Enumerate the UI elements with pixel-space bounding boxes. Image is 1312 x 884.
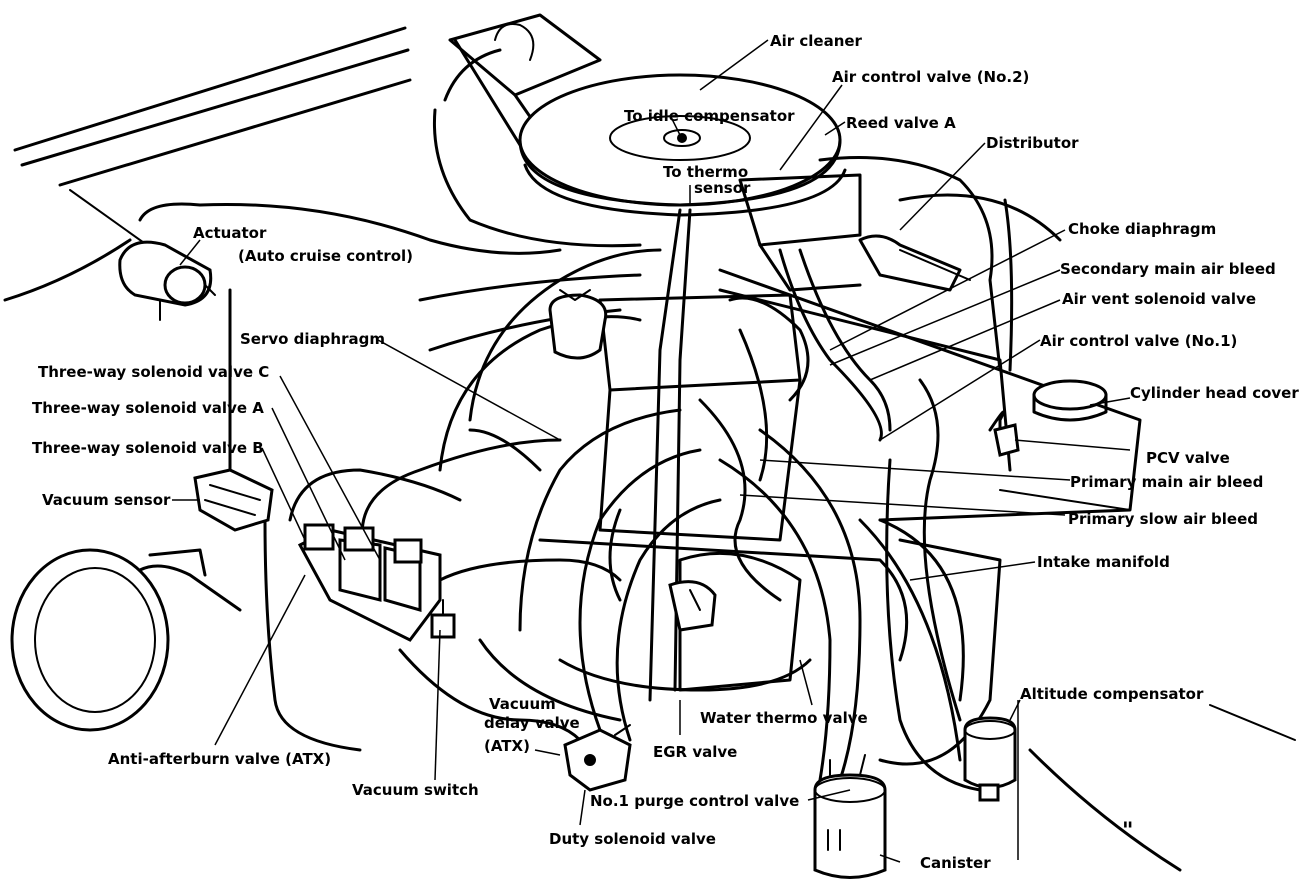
label-actuator-2: (Auto cruise control) (238, 247, 413, 265)
label-altitude-compensator: Altitude compensator (1020, 685, 1204, 703)
label-cylinder-head-cover: Cylinder head cover (1130, 384, 1299, 402)
label-choke-diaphragm: Choke diaphragm (1068, 220, 1216, 238)
label-to-idle-compensator: To idle compensator (624, 107, 795, 125)
label-vacuum-delay-2: delay valve (484, 714, 580, 732)
label-air-control-valve-2: Air control valve (No.2) (832, 68, 1029, 86)
label-water-thermo-valve: Water thermo valve (700, 709, 868, 727)
duty-solenoid-unit (563, 724, 632, 792)
label-intake-manifold: Intake manifold (1037, 553, 1170, 571)
label-three-way-c: Three-way solenoid valve C (38, 363, 269, 381)
label-anti-afterburn-valve: Anti-afterburn valve (ATX) (108, 750, 331, 768)
label-vacuum-sensor: Vacuum sensor (42, 491, 171, 509)
engine-block (538, 173, 1142, 766)
label-primary-main-air-bleed: Primary main air bleed (1070, 473, 1263, 491)
egr-valve-unit (668, 580, 717, 632)
brake-booster (10, 548, 242, 732)
altitude-compensator-unit (963, 716, 1017, 802)
three-way-solenoid-valves (297, 523, 442, 642)
label-to-thermo-1: To thermo (663, 163, 748, 181)
labels: Air cleaner Air control valve (No.2) To … (32, 32, 1299, 872)
label-air-cleaner: Air cleaner (770, 32, 863, 50)
label-purge-control-valve: No.1 purge control valve (590, 792, 799, 810)
canister-unit (813, 754, 887, 879)
vacuum-switch-unit (430, 599, 456, 639)
label-egr-valve: EGR valve (653, 743, 737, 761)
corner-mark: " (1122, 819, 1133, 844)
air-cleaner (448, 13, 847, 217)
servo-diaphragm-unit (548, 289, 608, 360)
distributor (858, 234, 971, 292)
label-servo-diaphragm: Servo diaphragm (240, 330, 385, 348)
label-to-thermo-2: sensor (694, 179, 751, 197)
label-air-control-valve-1: Air control valve (No.1) (1040, 332, 1237, 350)
label-reed-valve-a: Reed valve A (846, 114, 956, 132)
label-distributor: Distributor (986, 134, 1079, 152)
label-three-way-a: Three-way solenoid valve A (32, 399, 264, 417)
pcv-valve-unit (993, 423, 1020, 457)
leader-lines (172, 39, 1131, 863)
label-vacuum-delay-3: (ATX) (484, 737, 530, 755)
label-secondary-main-air-bleed: Secondary main air bleed (1060, 260, 1276, 278)
label-canister: Canister (920, 854, 991, 872)
label-duty-solenoid-valve: Duty solenoid valve (549, 830, 716, 848)
label-air-vent-solenoid-valve: Air vent solenoid valve (1062, 290, 1256, 308)
label-vacuum-delay-1: Vacuum (489, 695, 556, 713)
fender-lines (3, 26, 1296, 872)
actuator (118, 240, 216, 321)
label-vacuum-switch: Vacuum switch (352, 781, 479, 799)
label-primary-slow-air-bleed: Primary slow air bleed (1068, 510, 1258, 528)
vacuum-hoses (138, 48, 1062, 792)
vacuum-sensor (193, 468, 274, 532)
label-pcv-valve: PCV valve (1146, 449, 1230, 467)
label-three-way-b: Three-way solenoid valve B (32, 439, 264, 457)
label-actuator-1: Actuator (193, 224, 267, 242)
